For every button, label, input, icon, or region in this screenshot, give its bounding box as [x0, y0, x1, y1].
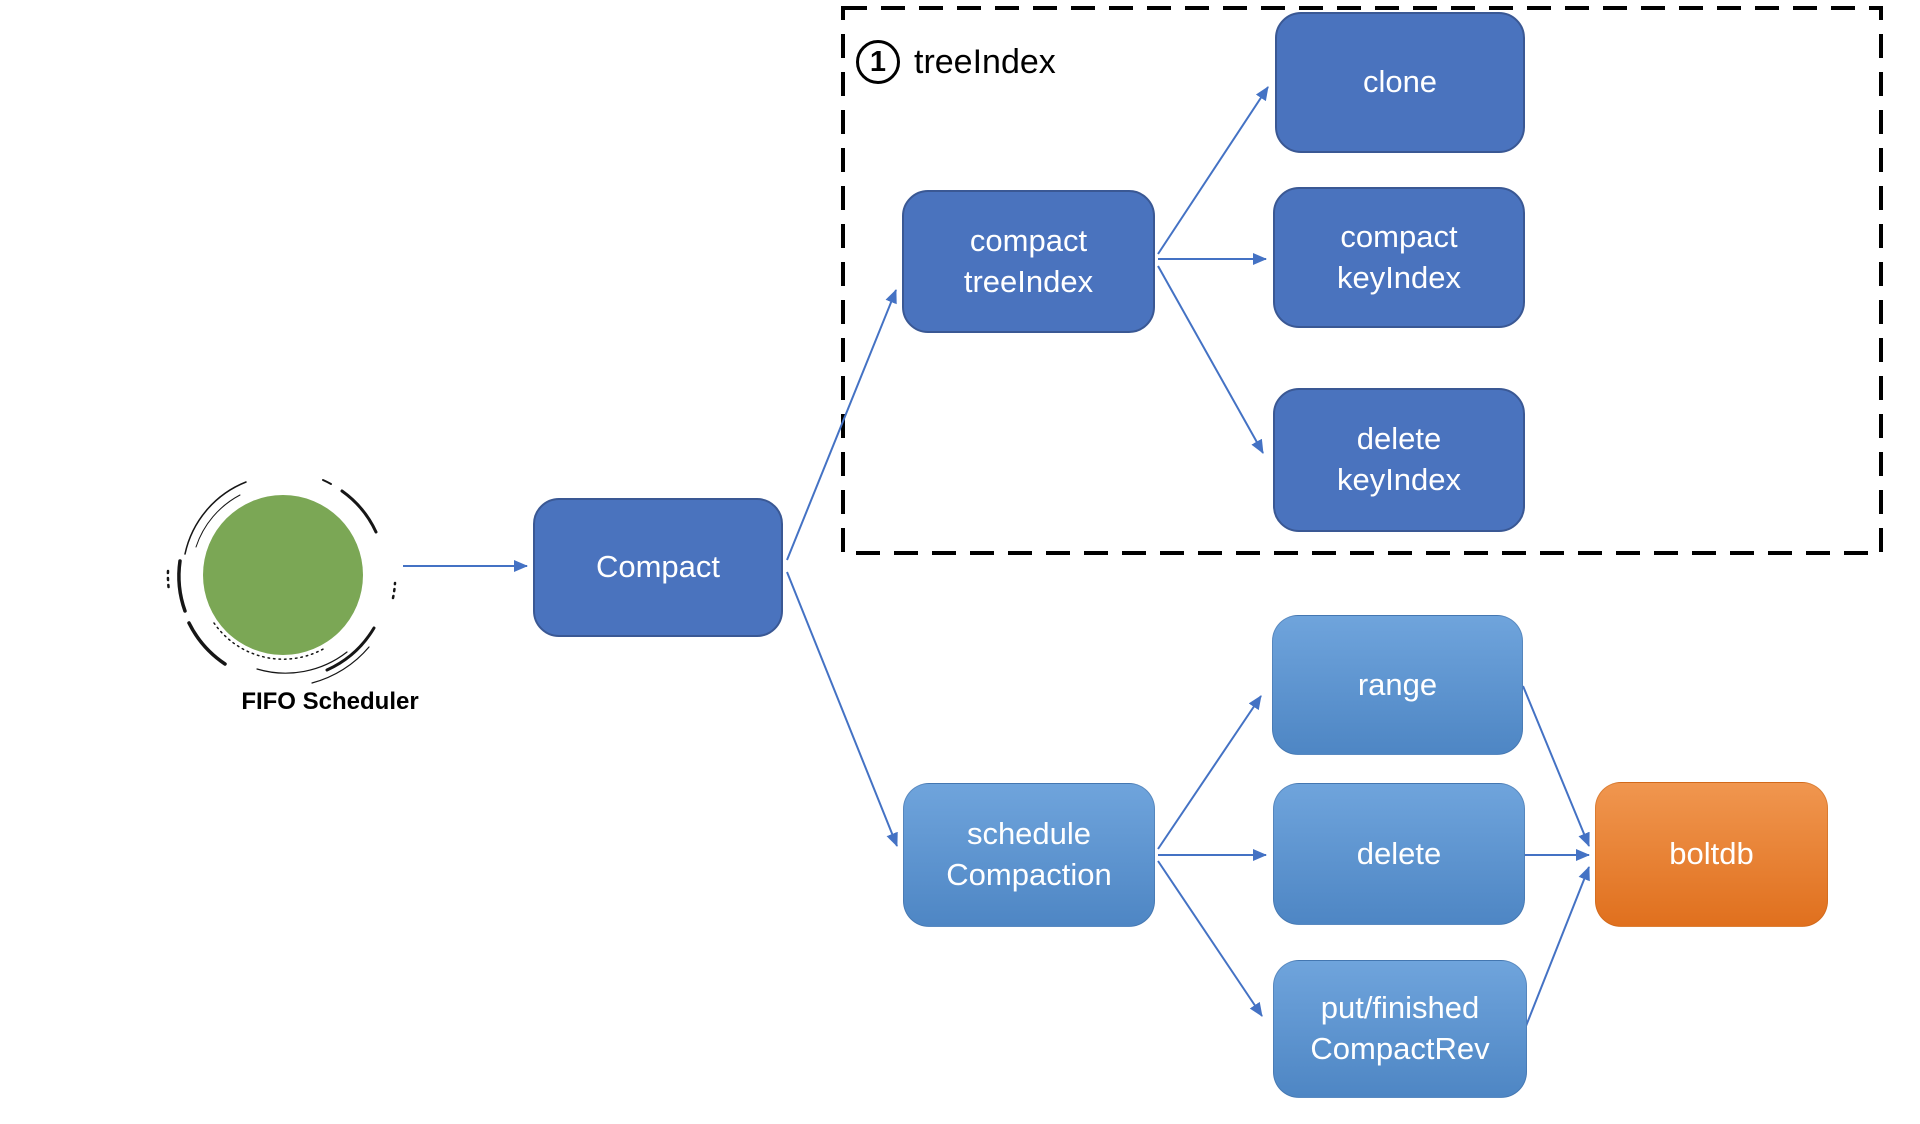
- arrow-treeindex-to-delete-keyindex: [1157, 265, 1264, 454]
- node-clone: clone: [1275, 12, 1525, 153]
- sketch-arc: [256, 651, 348, 674]
- arrow-schedule-to-range: [1157, 695, 1262, 850]
- treeindex-group-label: 1 treeIndex: [856, 40, 1056, 84]
- sketch-arc: [195, 494, 241, 548]
- treeindex-group-title: treeIndex: [914, 42, 1056, 81]
- arrow-compact-to-schedule-compaction: [786, 571, 898, 847]
- sketch-arc: [311, 646, 370, 684]
- node-delete: delete: [1273, 783, 1525, 925]
- scheduler-sketch-circle: [166, 479, 397, 684]
- arrow-compact-to-compact-treeindex: [786, 289, 897, 561]
- node-delete-keyindex: delete keyIndex: [1273, 388, 1525, 532]
- sketch-arc: [391, 581, 397, 600]
- arrow-schedule-to-putfinished: [1157, 860, 1263, 1017]
- node-compact-treeindex: compact treeIndex: [902, 190, 1155, 333]
- sketch-arc: [340, 489, 378, 534]
- sketch-arc: [184, 481, 247, 555]
- sketch-arc: [187, 621, 227, 666]
- fifo-scheduler-label: FIFO Scheduler: [241, 688, 419, 715]
- fifo-scheduler-circle: [203, 495, 363, 655]
- node-compact: Compact: [533, 498, 783, 637]
- sketch-arc: [177, 559, 187, 613]
- node-range: range: [1272, 615, 1523, 755]
- sketch-arc: [325, 626, 376, 672]
- treeindex-group-border: [841, 6, 1883, 555]
- node-put-finished-compactrev: put/finished CompactRev: [1273, 960, 1527, 1098]
- sketch-arc: [166, 569, 171, 593]
- node-compact-keyindex: compact keyIndex: [1273, 187, 1525, 328]
- arrow-treeindex-to-clone: [1157, 86, 1269, 255]
- sketch-arc: [322, 479, 332, 485]
- node-boltdb: boltdb: [1595, 782, 1828, 927]
- arrow-putfinished-to-boltdb: [1525, 866, 1590, 1027]
- circled-number-icon: 1: [856, 40, 900, 84]
- arrow-range-to-boltdb: [1522, 685, 1590, 847]
- node-schedule-compaction: schedule Compaction: [903, 783, 1155, 927]
- sketch-arc: [213, 622, 326, 660]
